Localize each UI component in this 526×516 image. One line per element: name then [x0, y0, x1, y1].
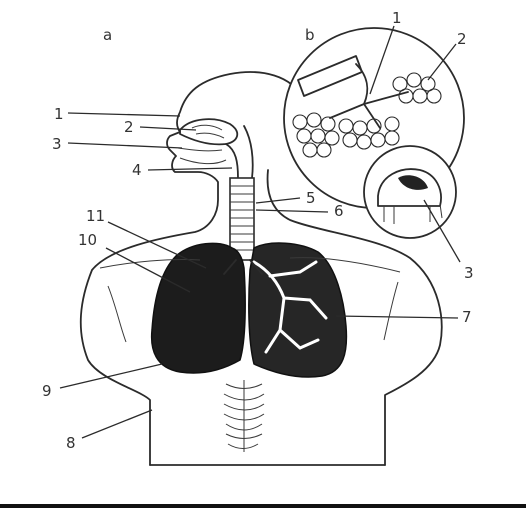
panel-label-a: a: [103, 26, 112, 44]
label-1: 1: [54, 105, 64, 123]
label-2: 2: [124, 118, 134, 136]
alveolus-capillary-view: [364, 146, 456, 238]
label-4: 4: [132, 161, 142, 179]
spine-ribs: [224, 380, 264, 452]
label-10: 10: [78, 231, 97, 249]
left-lung: [152, 243, 246, 373]
label-9: 9: [42, 382, 52, 400]
right-lung: [249, 243, 347, 377]
label-7: 7: [462, 308, 472, 326]
throat-pharynx: [226, 126, 253, 178]
label-5: 5: [306, 189, 316, 207]
label-6: 6: [334, 202, 344, 220]
label-b3: 3: [464, 264, 474, 282]
label-8: 8: [66, 434, 76, 452]
label-3: 3: [52, 135, 62, 153]
bottom-rule: [0, 504, 526, 508]
label-b1: 1: [392, 9, 402, 27]
nasal-cavity: [180, 119, 237, 144]
panel-label-b: b: [305, 26, 315, 44]
trachea: [230, 178, 254, 260]
label-11: 11: [86, 207, 105, 225]
label-b2: 2: [457, 30, 467, 48]
